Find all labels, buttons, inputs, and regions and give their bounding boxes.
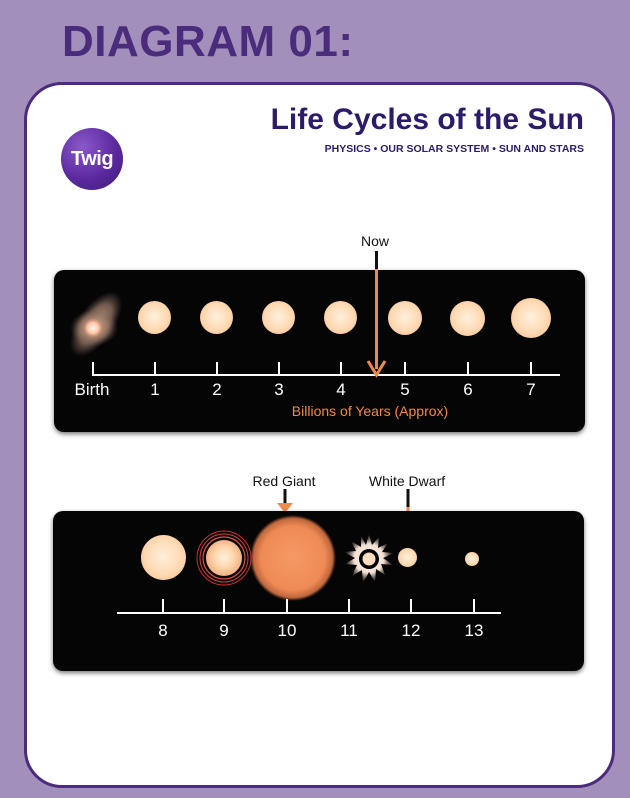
timeline-axis-early — [92, 374, 560, 376]
page-subtitle: PHYSICS • OUR SOLAR SYSTEM • SUN AND STA… — [325, 143, 584, 155]
twig-logo: Twig — [61, 128, 123, 190]
tick-label-5: 5 — [400, 380, 409, 400]
now-label: Now — [361, 233, 389, 249]
tick-3 — [278, 362, 280, 376]
sun-year-5 — [388, 301, 422, 335]
red-giant-sun-icon — [248, 513, 338, 603]
sun-year-3 — [262, 301, 295, 334]
white-dwarf-sun — [398, 548, 417, 567]
now-arrow-icon — [365, 251, 389, 379]
tick-2 — [216, 362, 218, 376]
tick-label-7: 7 — [526, 380, 535, 400]
tick-7 — [530, 362, 532, 376]
tick-10 — [286, 599, 288, 613]
planetary-nebula-icon — [343, 533, 395, 585]
page-title: Life Cycles of the Sun — [271, 105, 584, 135]
tick-label-13: 13 — [465, 621, 484, 641]
protostar-nebula-icon — [60, 276, 132, 366]
timeline-panel-late: 8 9 10 11 12 13 — [53, 511, 584, 671]
tick-13 — [473, 599, 475, 613]
tick-5 — [404, 362, 406, 376]
content-card: Twig Life Cycles of the Sun PHYSICS • OU… — [24, 82, 615, 788]
tick-9 — [223, 599, 225, 613]
tick-birth — [92, 362, 94, 376]
tick-label-8: 8 — [158, 621, 167, 641]
tick-label-10: 10 — [278, 621, 297, 641]
sun-year-8 — [141, 535, 186, 580]
diagram-heading: DIAGRAM 01: — [62, 20, 354, 64]
white-dwarf-label: White Dwarf — [369, 473, 445, 489]
axis-caption-years: Billions of Years (Approx) — [292, 403, 448, 419]
tick-4 — [340, 362, 342, 376]
timeline-panel-early: Birth 1 2 3 4 5 6 7 Billions of Years (A… — [54, 270, 585, 432]
sun-year-13 — [465, 552, 479, 566]
tick-label-1: 1 — [150, 380, 159, 400]
sun-year-6 — [450, 301, 485, 336]
timeline-axis-late — [117, 612, 501, 614]
sun-year-2 — [200, 301, 233, 334]
tick-label-birth: Birth — [75, 380, 110, 400]
sun-year-1 — [138, 301, 171, 334]
tick-8 — [162, 599, 164, 613]
tick-label-9: 9 — [219, 621, 228, 641]
tick-label-4: 4 — [336, 380, 345, 400]
tick-1 — [154, 362, 156, 376]
tick-label-2: 2 — [212, 380, 221, 400]
tick-label-6: 6 — [463, 380, 472, 400]
tick-6 — [467, 362, 469, 376]
sun-year-7 — [511, 298, 551, 338]
tick-11 — [348, 599, 350, 613]
tick-12 — [410, 599, 412, 613]
red-giant-label: Red Giant — [252, 473, 315, 489]
tick-label-11: 11 — [340, 621, 358, 641]
sun-year-4 — [324, 301, 357, 334]
tick-label-12: 12 — [402, 621, 421, 641]
tick-label-3: 3 — [274, 380, 283, 400]
sun-year-9-rings-icon — [193, 527, 255, 589]
